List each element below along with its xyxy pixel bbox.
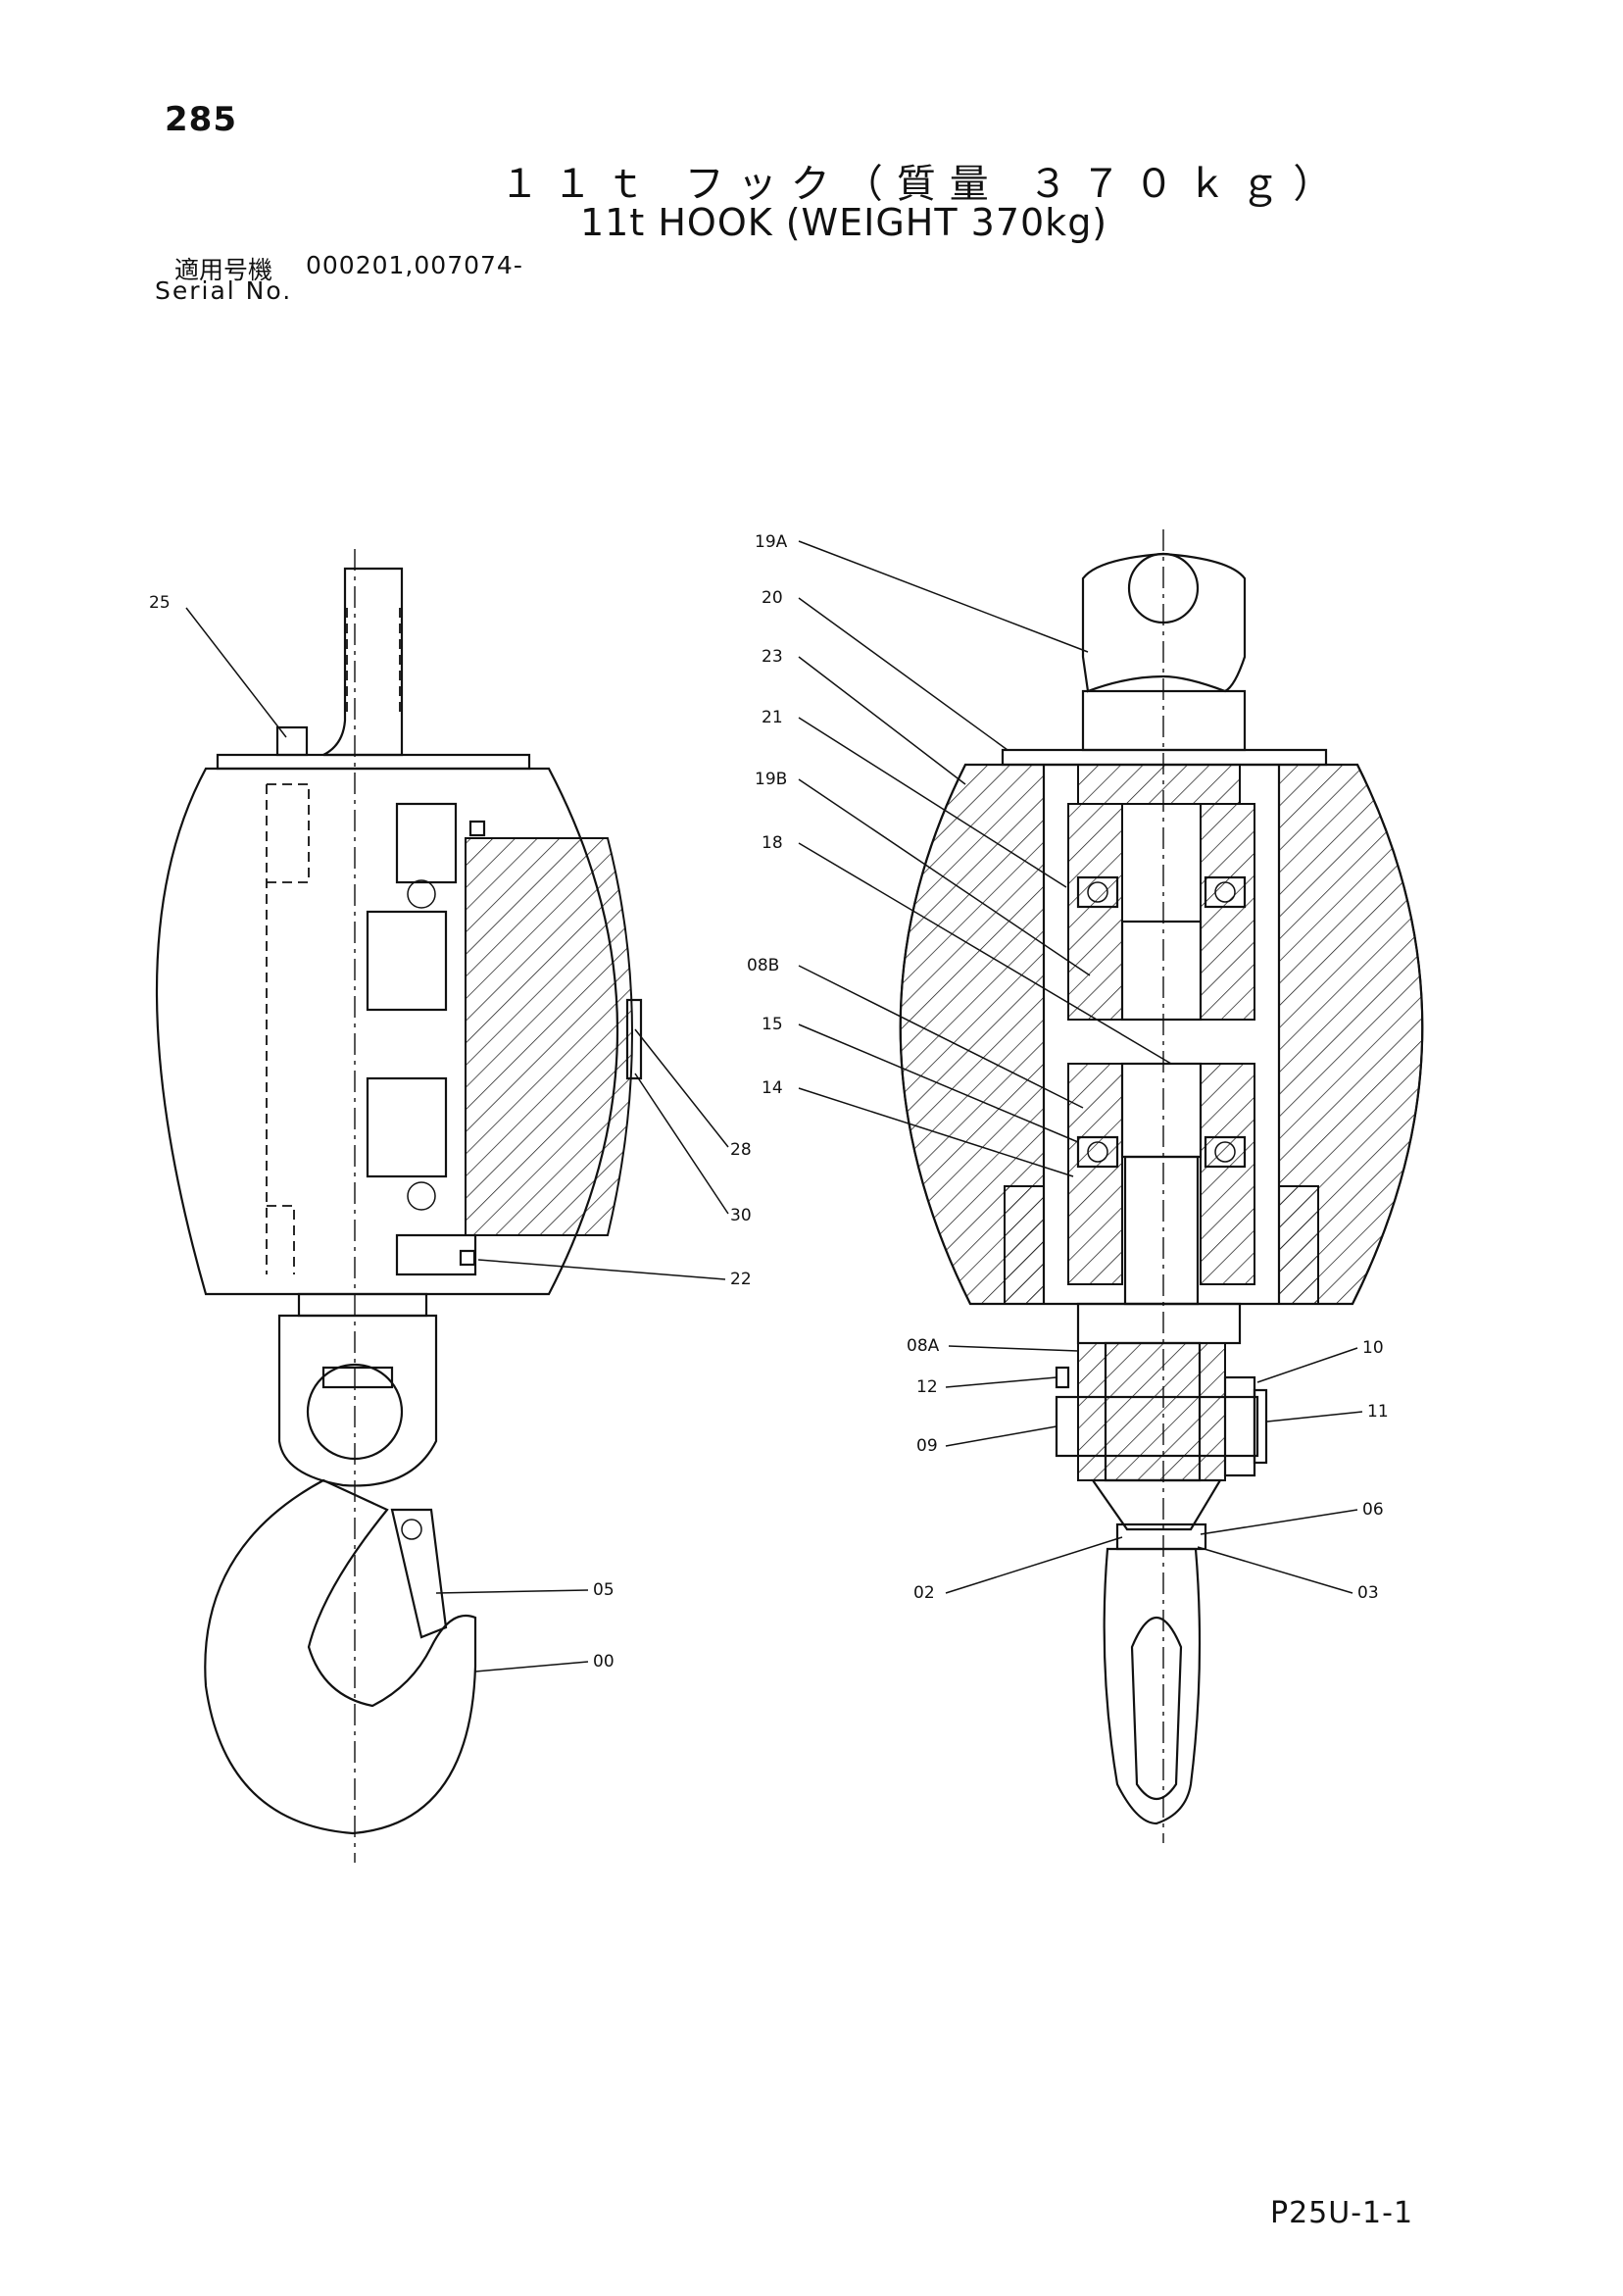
label-08a: 08A (907, 1336, 940, 1356)
label-06: 06 (1362, 1500, 1384, 1520)
callouts: 25 28 30 22 05 00 19A 20 23 21 19B 18 08… (149, 532, 1389, 1672)
page-code: P25U-1-1 (1270, 2196, 1414, 2230)
label-02: 02 (913, 1583, 935, 1603)
label-11: 11 (1367, 1402, 1389, 1422)
serial-numbers: 000201,007074- (306, 251, 523, 279)
label-25: 25 (149, 593, 171, 613)
label-19b: 19B (755, 770, 787, 789)
serial-label-japanese: 適用号機 (174, 256, 273, 284)
left-hook-view (155, 549, 643, 1863)
serial-label-english: Serial No. (155, 276, 293, 305)
title-japanese: １１ｔ フック（質量 ３７０ｋｇ） (500, 162, 1347, 207)
right-hook-view (899, 529, 1424, 1843)
label-22: 22 (730, 1270, 752, 1289)
label-18: 18 (762, 833, 783, 853)
label-05: 05 (593, 1580, 615, 1600)
label-10: 10 (1362, 1338, 1384, 1358)
label-00: 00 (593, 1652, 615, 1672)
page-number: 285 (165, 100, 237, 139)
label-08b: 08B (747, 956, 779, 975)
label-12: 12 (916, 1377, 938, 1397)
title-english: 11t HOOK (WEIGHT 370kg) (580, 201, 1108, 244)
label-14: 14 (762, 1078, 783, 1098)
label-09: 09 (916, 1436, 938, 1456)
label-20: 20 (762, 588, 783, 608)
label-23: 23 (762, 647, 783, 667)
label-21: 21 (762, 708, 783, 727)
label-28: 28 (730, 1140, 752, 1160)
label-19a: 19A (755, 532, 788, 552)
label-30: 30 (730, 1206, 752, 1225)
label-03: 03 (1357, 1583, 1379, 1603)
label-15: 15 (762, 1015, 783, 1034)
